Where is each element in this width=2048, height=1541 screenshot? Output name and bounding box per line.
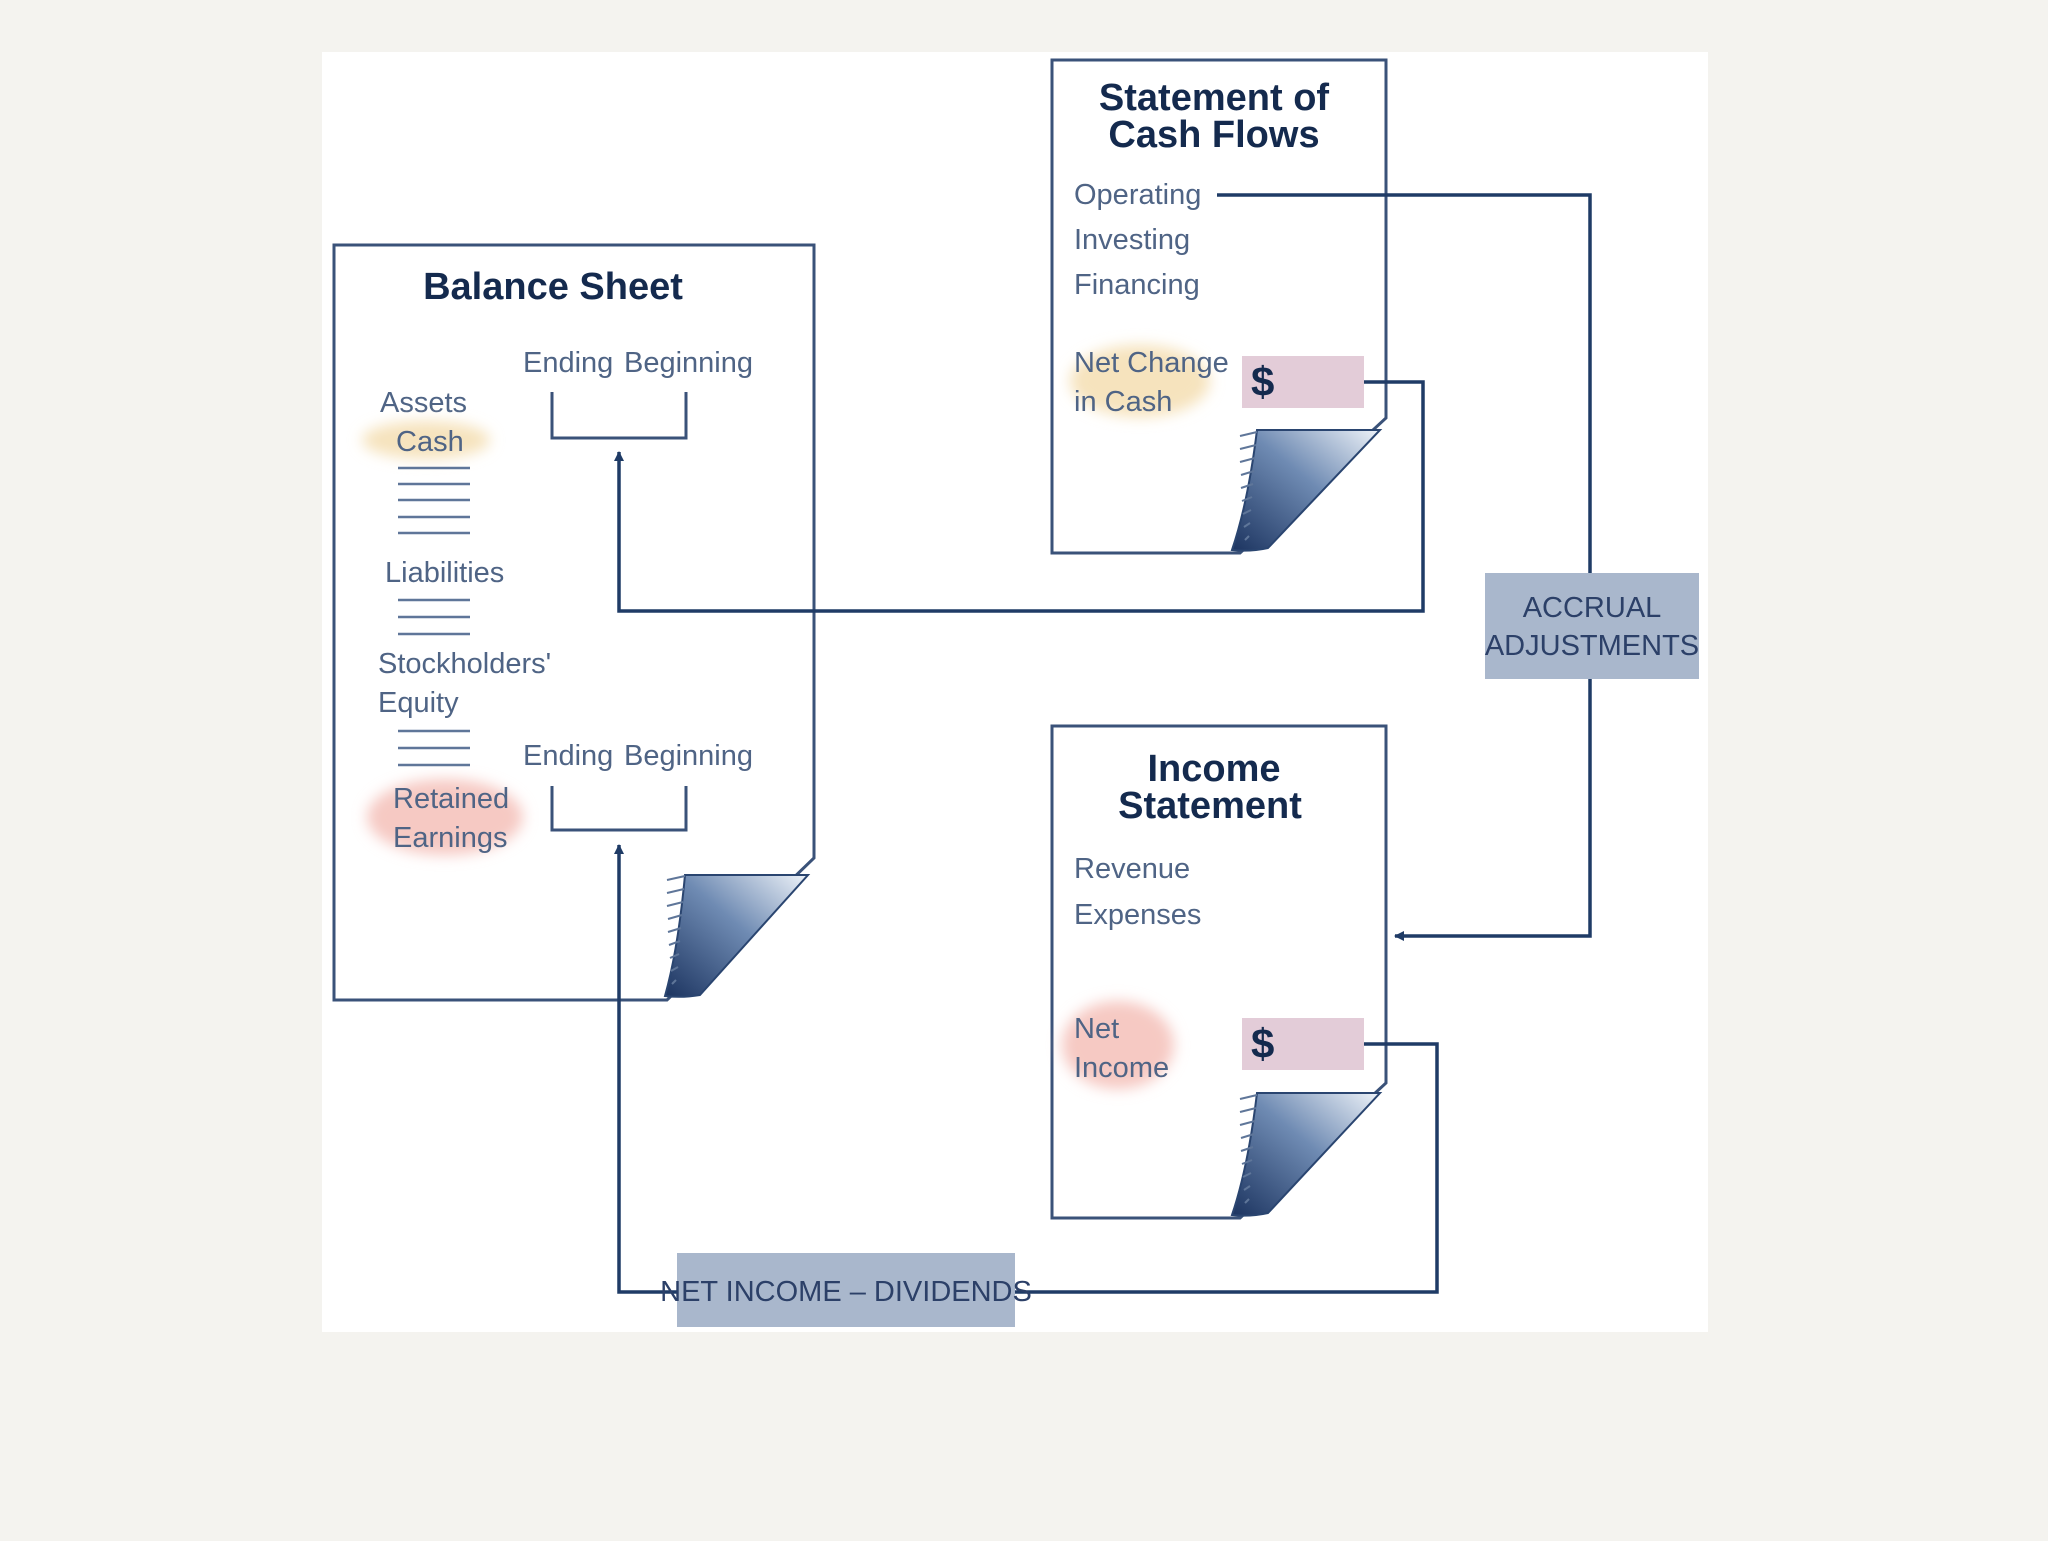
cf-net-change-line1: Net Change xyxy=(1074,347,1229,379)
income-statement-document: Income Statement Revenue Expenses Net In… xyxy=(1050,724,1388,1220)
bs-liability-lines xyxy=(398,598,470,636)
cash-to-balance-connector xyxy=(614,380,1425,613)
cash-flows-title-line1: Statement of xyxy=(1099,77,1329,119)
bs-equity-lines xyxy=(398,729,470,767)
cash-flows-document: Statement of Cash Flows Operating Invest… xyxy=(1050,58,1388,555)
bs-equity-label-line1: Stockholders' xyxy=(378,648,551,680)
cash-flows-page-curl xyxy=(1230,429,1383,552)
is-revenue-label: Revenue xyxy=(1074,853,1190,885)
accrual-adjustments-box: ACCRUAL ADJUSTMENTS xyxy=(1485,573,1699,679)
bs-retained-label-line2: Earnings xyxy=(393,822,507,854)
bs-cash-bracket xyxy=(550,392,688,440)
net-change-highlight xyxy=(1070,345,1210,417)
bs-beginning-label-top: Beginning xyxy=(624,347,753,379)
accrual-adjustments-line1: ACCRUAL xyxy=(1523,592,1662,624)
income-to-retained-connector xyxy=(614,844,1439,1294)
bs-equity-label-line2: Equity xyxy=(378,687,459,719)
bs-retained-label-line1: Retained xyxy=(393,783,509,815)
bs-beginning-label-bottom: Beginning xyxy=(624,740,753,772)
bs-asset-lines xyxy=(398,466,470,535)
cash-flows-title-line2: Cash Flows xyxy=(1108,114,1319,156)
income-statement-title-line1: Income xyxy=(1147,748,1280,790)
bs-assets-label: Assets xyxy=(380,387,467,419)
bs-cash-label: Cash xyxy=(396,426,464,458)
bs-ending-label-bottom: Ending xyxy=(523,740,613,772)
income-statement-page-curl xyxy=(1230,1092,1383,1217)
cf-financing-label: Financing xyxy=(1074,269,1200,301)
balance-sheet-page-curl xyxy=(663,874,811,998)
is-expenses-label: Expenses xyxy=(1074,899,1201,931)
cf-investing-label: Investing xyxy=(1074,224,1190,256)
cf-dollar-box xyxy=(1242,356,1364,408)
accrual-adjustments-line2: ADJUSTMENTS xyxy=(1485,630,1699,662)
bs-retained-bracket xyxy=(550,786,688,832)
is-dollar-sign: $ xyxy=(1251,1020,1274,1067)
is-dollar-box xyxy=(1242,1018,1364,1070)
cf-net-change-line2: in Cash xyxy=(1074,386,1172,418)
bs-liabilities-label: Liabilities xyxy=(385,557,504,589)
retained-earnings-highlight xyxy=(367,779,523,855)
net-income-highlight xyxy=(1062,1001,1174,1089)
bs-ending-label-top: Ending xyxy=(523,347,613,379)
income-statement-title-line2: Statement xyxy=(1118,785,1302,827)
is-net-income-line1: Net xyxy=(1074,1013,1119,1045)
net-income-dividends-label: NET INCOME – DIVIDENDS xyxy=(660,1276,1032,1308)
cash-highlight xyxy=(362,421,490,459)
cf-dollar-sign: $ xyxy=(1251,358,1274,405)
operating-to-income-connector xyxy=(1217,193,1592,941)
is-net-income-line2: Income xyxy=(1074,1052,1169,1084)
net-income-dividends-box: NET INCOME – DIVIDENDS xyxy=(660,1253,1032,1327)
cf-operating-label: Operating xyxy=(1074,179,1201,211)
balance-sheet-title: Balance Sheet xyxy=(423,266,683,308)
balance-sheet-document: Balance Sheet Ending Beginning Assets Ca… xyxy=(332,243,816,1002)
